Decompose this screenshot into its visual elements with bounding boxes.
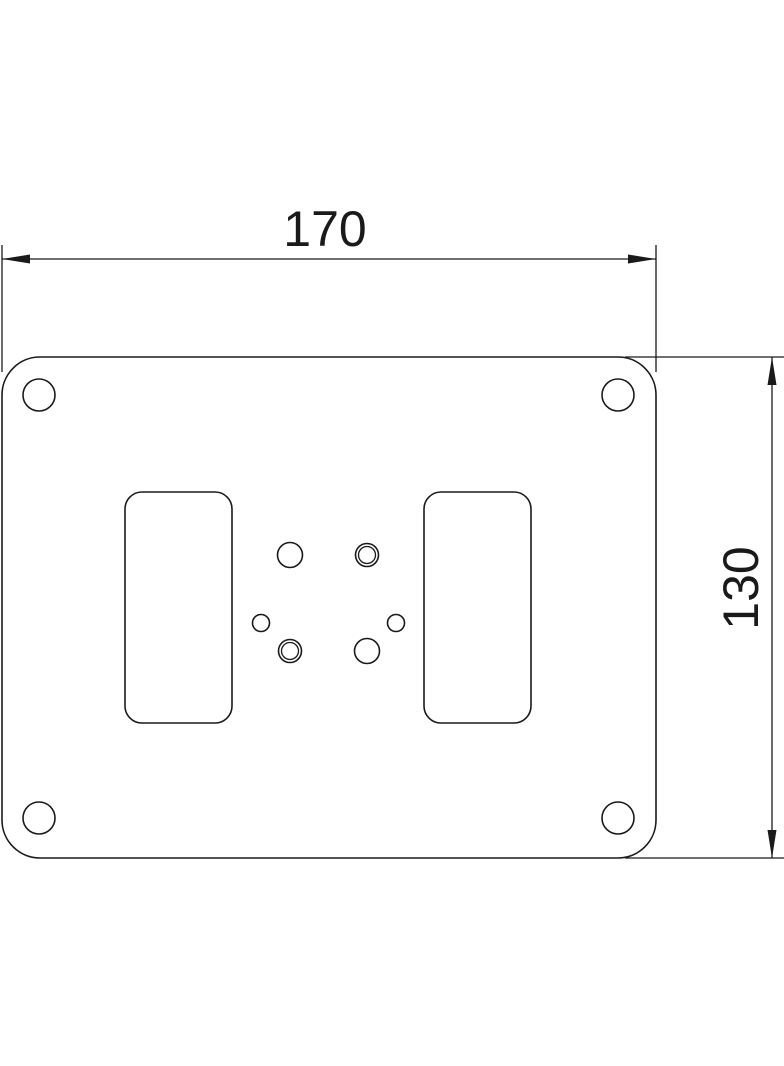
corner-hole-bottom-left — [22, 801, 56, 835]
plate-outline — [1, 356, 657, 859]
counterbore-inner-bottom-left — [280, 641, 300, 661]
small-hole-left — [251, 613, 271, 633]
height-dimension: 130 — [625, 356, 784, 859]
right-arrow-icon — [628, 254, 656, 264]
corner-holes — [22, 378, 635, 835]
width-label: 170 — [283, 201, 366, 257]
left-slot — [124, 491, 233, 724]
left-arrow-icon — [2, 254, 30, 264]
corner-hole-top-right — [601, 378, 635, 412]
small-hole-right — [386, 613, 406, 633]
hole-bottom-right — [353, 637, 381, 665]
right-slot — [423, 491, 532, 724]
corner-hole-top-left — [22, 378, 56, 412]
height-label: 130 — [713, 546, 769, 629]
center-hole-pattern — [251, 541, 406, 665]
counterbored-hole-bottom-left — [277, 638, 303, 664]
corner-hole-bottom-right — [601, 801, 635, 835]
hole-top-left — [276, 541, 304, 569]
up-arrow-icon — [767, 357, 777, 385]
counterbored-hole-top-right — [354, 542, 380, 568]
width-dimension: 170 — [1, 201, 657, 372]
down-arrow-icon — [767, 830, 777, 858]
counterbore-inner-top-right — [357, 545, 377, 565]
